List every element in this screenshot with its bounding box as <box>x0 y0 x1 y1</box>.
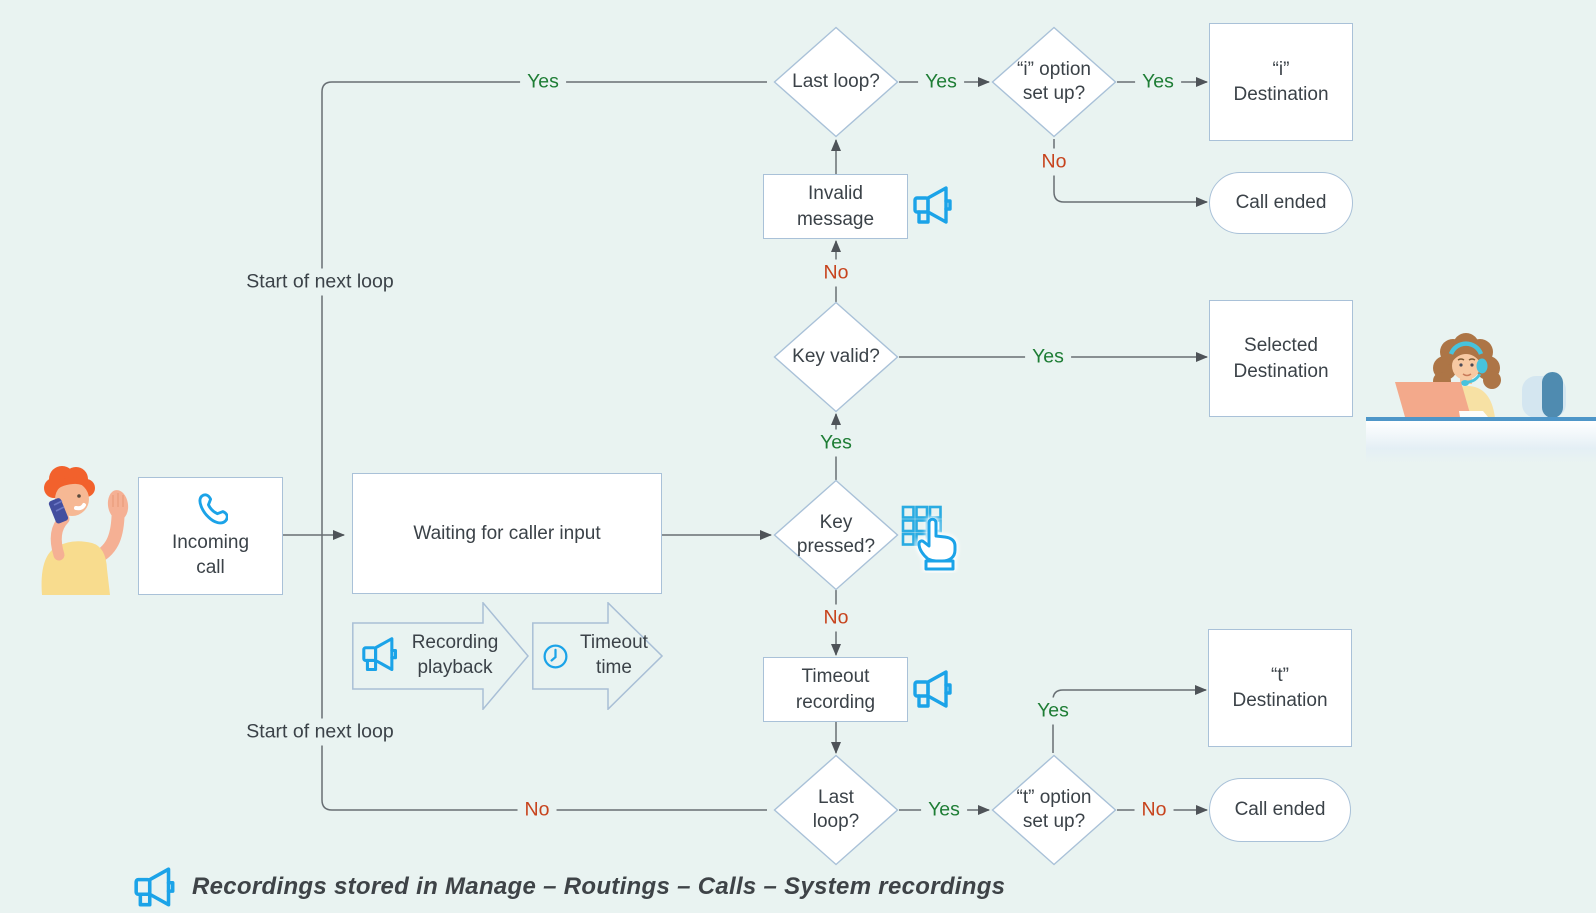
decision-key-pressed: Key pressed? <box>773 479 899 591</box>
decision-t-option-set-up: “t” option set up? <box>991 754 1117 866</box>
edge-label-no: No <box>517 796 557 824</box>
node-label: Invalid message <box>796 183 875 230</box>
decision-label: Key pressed? <box>796 511 876 557</box>
edge-label-yes: Yes <box>520 68 566 96</box>
node-label: Selected Destination <box>1233 335 1329 382</box>
recordings-note: Recordings stored in Manage – Routings –… <box>192 873 1006 900</box>
bottom-strip <box>0 913 1596 924</box>
edge-label-yes: Yes <box>1025 343 1071 371</box>
decision-label: Last loop? <box>812 786 860 832</box>
megaphone-icon <box>911 185 957 227</box>
decision-label: “i” option set up? <box>1017 58 1091 104</box>
decision-last-loop-bottom: Last loop? <box>773 754 899 866</box>
clock-icon <box>541 642 570 671</box>
decision-i-option-set-up: “i” option set up? <box>991 26 1117 138</box>
node-t-destination: “t” Destination <box>1208 629 1352 747</box>
node-label: Call ended <box>1234 799 1326 821</box>
step-recording-playback: Recording playback <box>352 602 529 710</box>
node-call-ended-top: Call ended <box>1209 172 1353 234</box>
node-label: “i” Destination <box>1233 58 1329 105</box>
connector-toption-tdest <box>1052 685 1207 753</box>
edge-label-yes: Yes <box>921 796 967 824</box>
caller-illustration <box>41 466 129 595</box>
step-label: Recording playback <box>411 632 499 678</box>
edge-label-no: No <box>1134 796 1174 824</box>
node-label: Timeout recording <box>795 666 876 713</box>
megaphone-icon <box>911 669 957 711</box>
node-waiting-for-input: Waiting for caller input <box>352 473 662 594</box>
keypad-hand-icon <box>901 505 957 571</box>
agent-illustration <box>1366 333 1596 463</box>
node-call-ended-bottom: Call ended <box>1209 778 1351 842</box>
connector-ioption-callended <box>1053 139 1208 207</box>
decision-label: Last loop? <box>792 70 880 92</box>
node-label: Waiting for caller input <box>413 522 601 544</box>
node-selected-destination: Selected Destination <box>1209 300 1353 417</box>
node-invalid-message: Invalid message <box>763 174 908 239</box>
node-label: Call ended <box>1235 192 1327 214</box>
node-label: Incoming call <box>171 531 250 578</box>
connector-loop-return <box>321 81 767 811</box>
edge-label-yes: Yes <box>918 68 964 96</box>
node-incoming-call: Incoming call <box>138 477 283 595</box>
step-label: Timeout time <box>580 632 648 678</box>
node-label: “t” Destination <box>1232 664 1328 711</box>
decision-label: “t” option set up? <box>1016 786 1092 832</box>
phone-icon <box>194 492 228 526</box>
decision-key-valid: Key valid? <box>773 301 899 413</box>
megaphone-icon <box>132 866 180 910</box>
edge-label-yes: Yes <box>1135 68 1181 96</box>
step-timeout-time: Timeout time <box>532 602 663 710</box>
node-timeout-recording: Timeout recording <box>763 657 908 722</box>
edge-label-yes: Yes <box>1030 697 1076 725</box>
node-i-destination: “i” Destination <box>1209 23 1353 141</box>
edge-label-no: No <box>1034 148 1074 176</box>
edge-label-start-of-next-loop: Start of next loop <box>239 718 401 746</box>
edge-label-no: No <box>816 259 856 287</box>
decision-last-loop-top: Last loop? <box>773 26 899 138</box>
edge-label-yes: Yes <box>813 429 859 457</box>
decision-label: Key valid? <box>792 345 880 367</box>
edge-label-start-of-next-loop: Start of next loop <box>239 268 401 296</box>
edge-label-no: No <box>816 604 856 632</box>
